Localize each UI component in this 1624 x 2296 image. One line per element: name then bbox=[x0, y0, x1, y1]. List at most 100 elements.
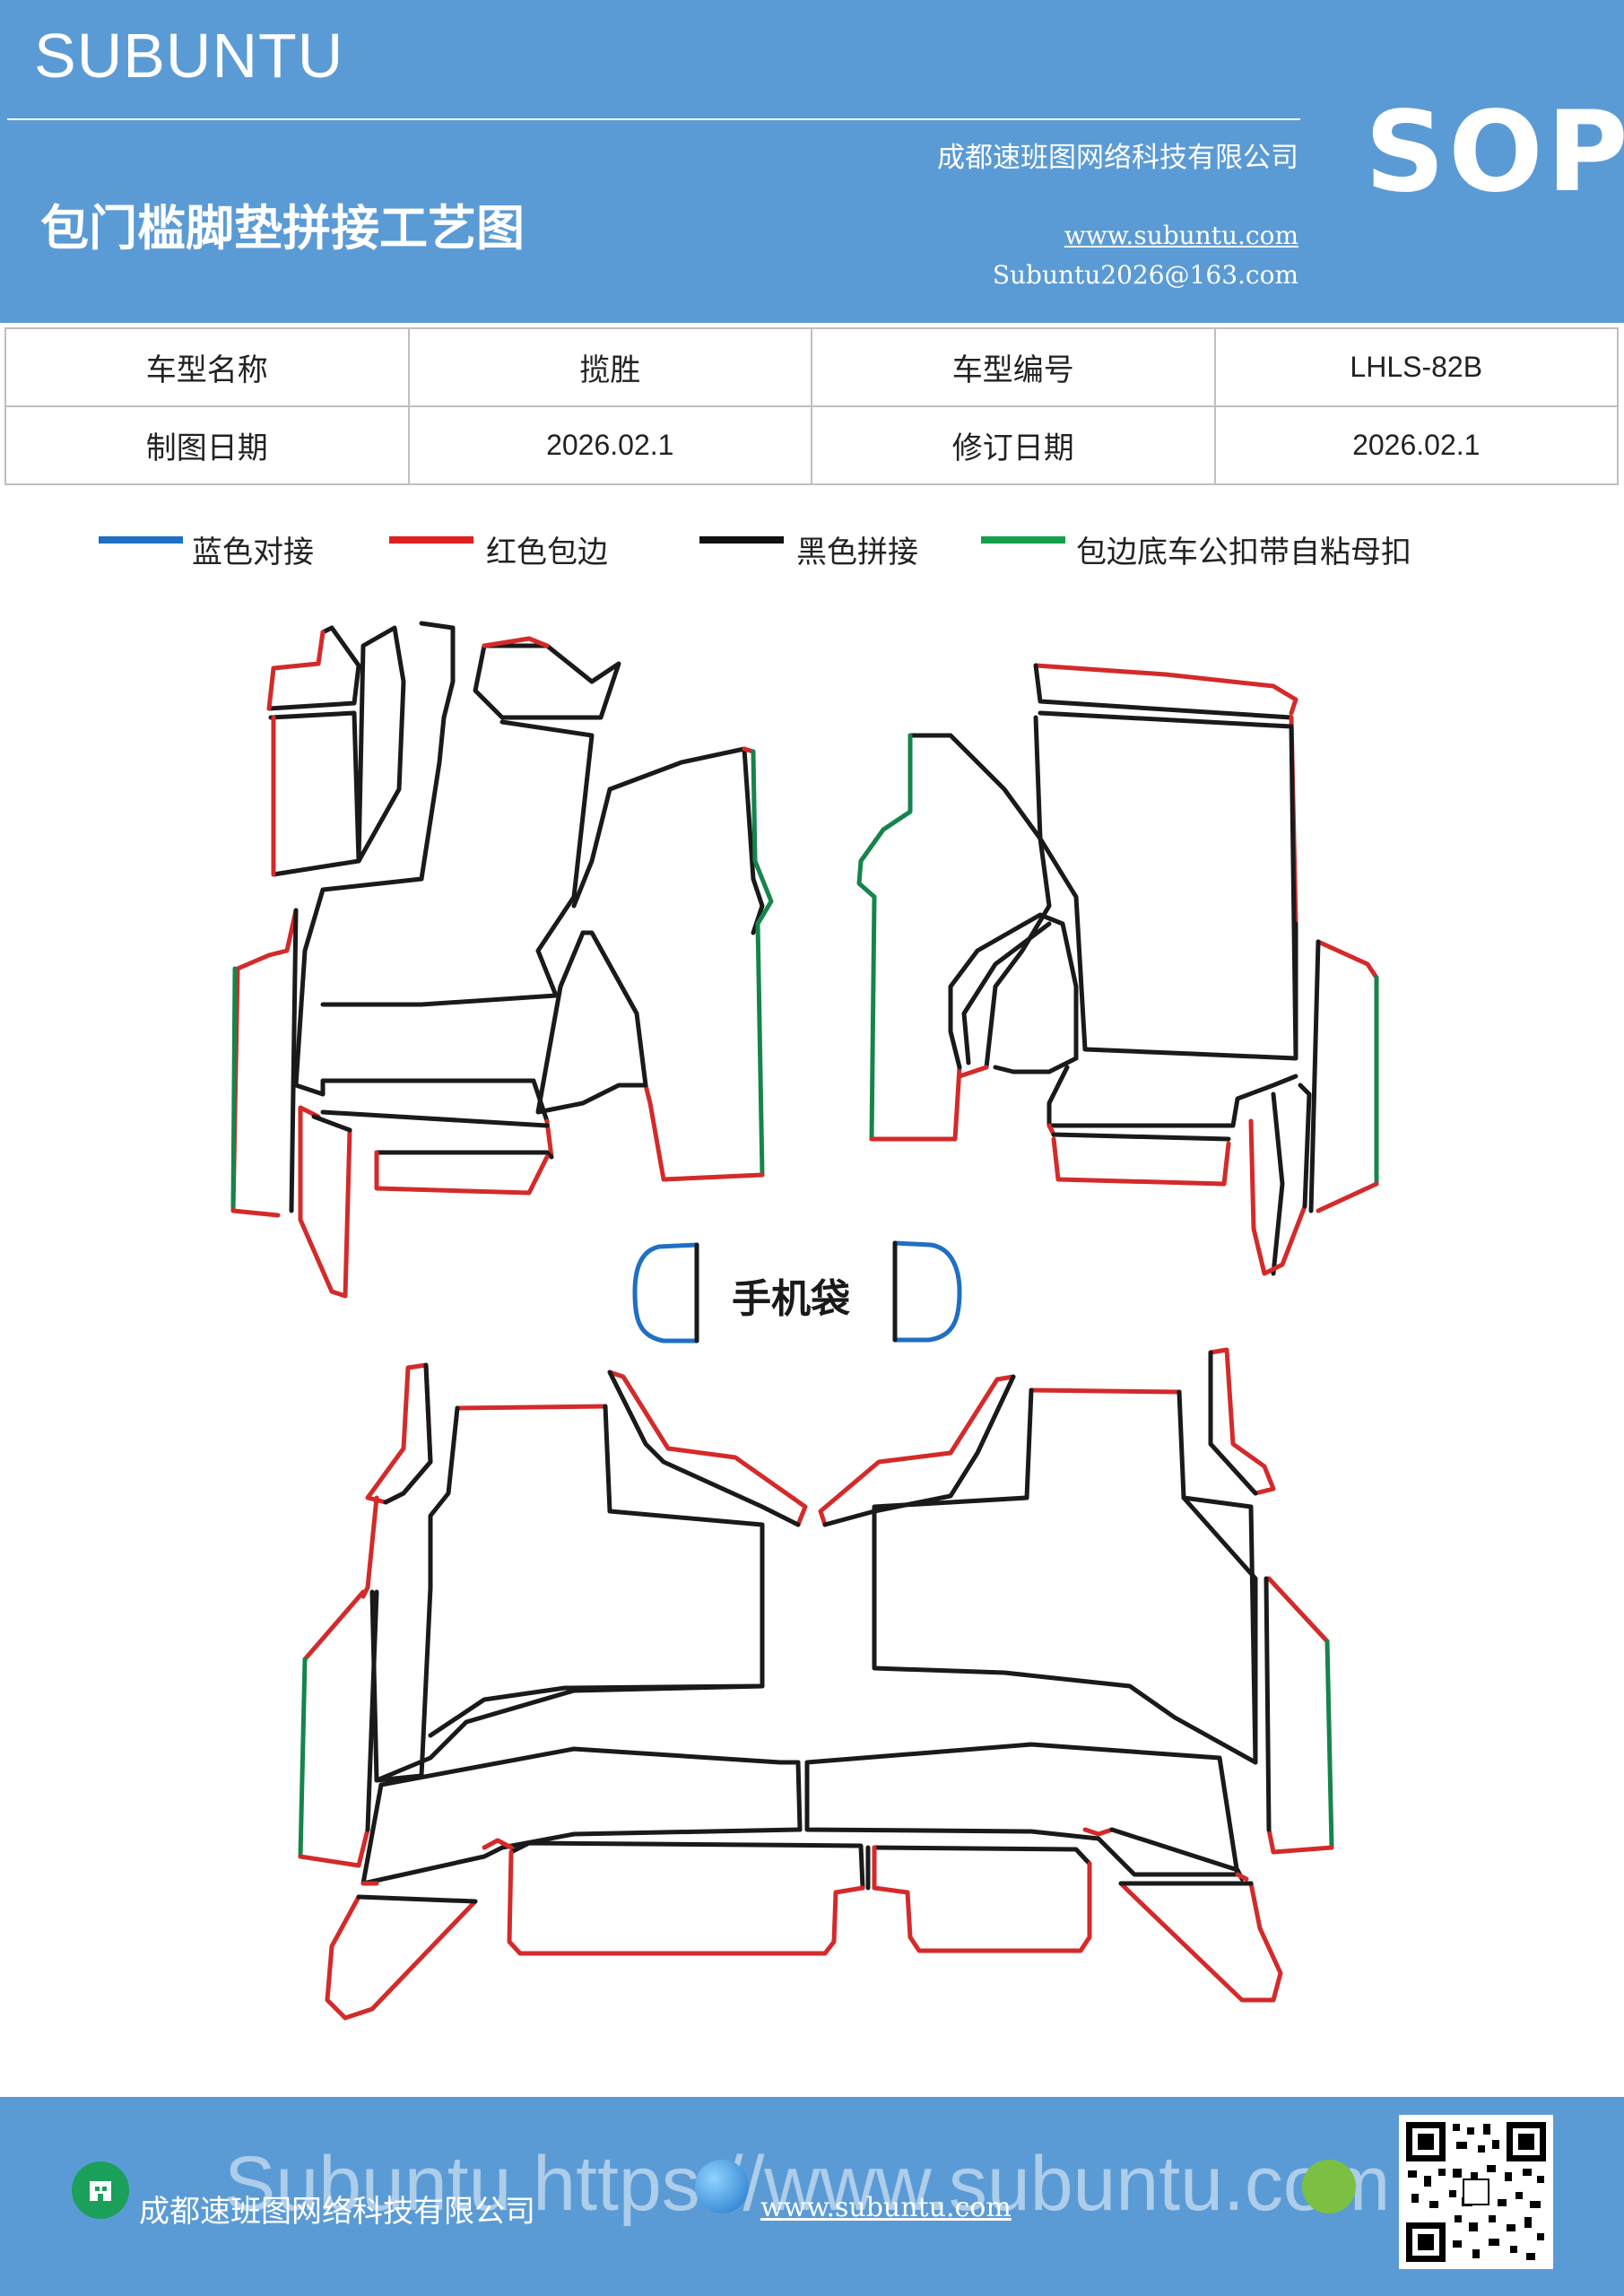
legend-green: 包边底车公扣带自粘母扣 bbox=[981, 527, 1483, 572]
mat-outline-blk-13 bbox=[311, 1114, 352, 1133]
mat-outline-blk-20 bbox=[1046, 1065, 1298, 1128]
legend-green-label: 包边底车公扣带自粘母扣 bbox=[1076, 535, 1411, 570]
mat-outline-red-33 bbox=[1082, 1827, 1115, 1837]
mat-outline-red-16 bbox=[1316, 939, 1379, 980]
mat-outline-blk-23 bbox=[1298, 1083, 1312, 1209]
mat-outline-red-30 bbox=[818, 1374, 1016, 1527]
mat-outline-grn-3 bbox=[856, 733, 913, 900]
mat-outline-blk-8 bbox=[535, 930, 648, 1115]
front-left-mat-group bbox=[230, 621, 774, 1299]
mat-outline-red-22 bbox=[302, 1589, 366, 1662]
mat-outline-blu-0 bbox=[632, 1242, 699, 1344]
company-name: 成都速班图网络科技有限公司 bbox=[937, 142, 1298, 174]
sop-badge: SOP bbox=[1365, 88, 1624, 217]
mat-outline-red-28 bbox=[1208, 1347, 1276, 1496]
mat-outline-red-35 bbox=[872, 1845, 1092, 1953]
revision-date-value: 2026.02.1 bbox=[1213, 405, 1619, 485]
front-right-mat-group bbox=[856, 663, 1379, 1276]
mat-outline-blu-1 bbox=[892, 1240, 962, 1343]
mat-outline-blk-1 bbox=[268, 710, 361, 877]
mat-outline-red-2 bbox=[482, 636, 550, 648]
mat-outline-blk-40 bbox=[1024, 1387, 1034, 1500]
mat-outline-blk-24 bbox=[1308, 939, 1321, 1213]
mat-outline-red-34 bbox=[1235, 1872, 1249, 1882]
mat-outline-blk-43 bbox=[872, 1495, 1258, 1765]
mat-outline-red-21 bbox=[607, 1370, 808, 1527]
mat-outline-blk-35 bbox=[360, 1782, 803, 1886]
mat-outline-red-8 bbox=[298, 1105, 352, 1299]
page-title: 包门槛脚垫拼接工艺图 bbox=[40, 200, 525, 257]
mat-outline-grn-0 bbox=[751, 749, 774, 926]
mat-outline-blk-28 bbox=[428, 1405, 460, 1590]
mat-outline-red-25 bbox=[482, 1838, 514, 1850]
mat-outline-blk-19 bbox=[961, 921, 1052, 1065]
legend-green-swatch bbox=[981, 536, 1065, 544]
mat-outline-blk-7 bbox=[607, 746, 765, 935]
mat-outline-blk-18 bbox=[948, 912, 1079, 1074]
mat-outline-blk-5 bbox=[320, 719, 595, 1007]
mat-outline-red-20 bbox=[360, 1495, 379, 1599]
model-code-value: LHLS-82B bbox=[1213, 327, 1619, 407]
mat-outline-blk-12 bbox=[289, 908, 299, 1213]
mat-outline-blk-37 bbox=[508, 1840, 865, 1891]
website-link[interactable]: www.subuntu.com bbox=[1064, 221, 1298, 250]
mat-outline-grn-4 bbox=[869, 894, 877, 1142]
mat-outline-red-19 bbox=[455, 1404, 608, 1411]
draw-date-value: 2026.02.1 bbox=[407, 405, 812, 485]
mat-outline-red-36 bbox=[1118, 1881, 1283, 2003]
footer-company-name: 成都速班图网络科技有限公司 bbox=[139, 2194, 535, 2230]
mat-outline-blk-2 bbox=[356, 625, 406, 864]
mat-outline-blk-3 bbox=[293, 621, 456, 1097]
mat-outline-blk-44 bbox=[1181, 1495, 1258, 1765]
company-building-icon bbox=[72, 2161, 129, 2219]
rear-right-mat-group bbox=[804, 1347, 1334, 2003]
mat-outline-blk-32 bbox=[365, 1589, 379, 1832]
qr-code bbox=[1399, 2115, 1553, 2269]
mat-outline-red-23 bbox=[298, 1827, 370, 1868]
table-row: 制图日期 2026.02.1 修订日期 2026.02.1 bbox=[4, 405, 1619, 485]
mat-outline-blk-42 bbox=[822, 1374, 1016, 1527]
mat-outline-red-0 bbox=[266, 630, 326, 711]
mat-outline-blk-48 bbox=[872, 1845, 1092, 1866]
mat-outline-blk-38 bbox=[356, 1894, 478, 1904]
mat-outline-red-12 bbox=[957, 1065, 989, 1079]
table-row: 车型名称 揽胜 车型编号 LHLS-82B bbox=[4, 327, 1619, 407]
legend-red-label: 红色包边 bbox=[486, 535, 608, 570]
header-banner: SUBUNTU 包门槛脚垫拼接工艺图 成都速班图网络科技有限公司 www.sub… bbox=[0, 0, 1624, 323]
mat-outline-blk-21 bbox=[1051, 1132, 1231, 1142]
mat-outline-blk-36 bbox=[795, 1760, 803, 1832]
vehicle-info-table: 车型名称 揽胜 车型编号 LHLS-82B 制图日期 2026.02.1 修订日… bbox=[4, 327, 1619, 485]
mat-outline-blk-46 bbox=[804, 1742, 1240, 1877]
mat-outline-blk-0 bbox=[266, 625, 361, 711]
legend-blue: 蓝色对接 bbox=[99, 527, 368, 572]
mat-outline-grn-6 bbox=[298, 1657, 308, 1859]
mat-outline-red-14 bbox=[1051, 1136, 1231, 1187]
footer-website-link[interactable]: www.subuntu.com bbox=[760, 2192, 1012, 2223]
footer-watermark: Subuntu https://www.subuntu.com bbox=[224, 2141, 1391, 2227]
mat-outline-blk-4 bbox=[473, 643, 621, 720]
revision-date-label: 修订日期 bbox=[811, 405, 1216, 485]
mat-outline-blk-17 bbox=[908, 733, 1052, 1070]
mat-outline-grn-1 bbox=[755, 921, 765, 1178]
phone-pocket-group bbox=[632, 1240, 962, 1344]
mat-outline-blk-11 bbox=[320, 1109, 550, 1128]
mat-outline-red-15 bbox=[1248, 1118, 1307, 1276]
mat-outline-red-27 bbox=[325, 1894, 478, 2021]
mat-outline-blk-39 bbox=[1208, 1350, 1258, 1496]
mat-outline-red-4 bbox=[643, 1083, 765, 1182]
draw-date-label: 制图日期 bbox=[4, 405, 410, 485]
mat-outline-blk-45 bbox=[1264, 1576, 1272, 1832]
mat-outline-blk-14 bbox=[1033, 663, 1294, 720]
mat-outline-red-29 bbox=[1029, 1387, 1182, 1395]
mat-outline-blk-22 bbox=[1271, 1091, 1285, 1276]
email-address[interactable]: Subuntu2026@163.com bbox=[992, 260, 1298, 290]
wechat-icon bbox=[1302, 2160, 1356, 2213]
floor-mat-diagram bbox=[230, 621, 1379, 2021]
brand-logo-text: SUBUNTU bbox=[34, 21, 344, 91]
legend-black: 黑色拼接 bbox=[699, 527, 968, 572]
mat-outline-red-31 bbox=[1266, 1576, 1330, 1644]
mat-outline-blk-31 bbox=[607, 1370, 801, 1527]
mat-outline-grn-7 bbox=[1324, 1639, 1334, 1850]
model-name-value: 揽胜 bbox=[407, 327, 812, 407]
mat-outline-red-18 bbox=[365, 1362, 433, 1505]
